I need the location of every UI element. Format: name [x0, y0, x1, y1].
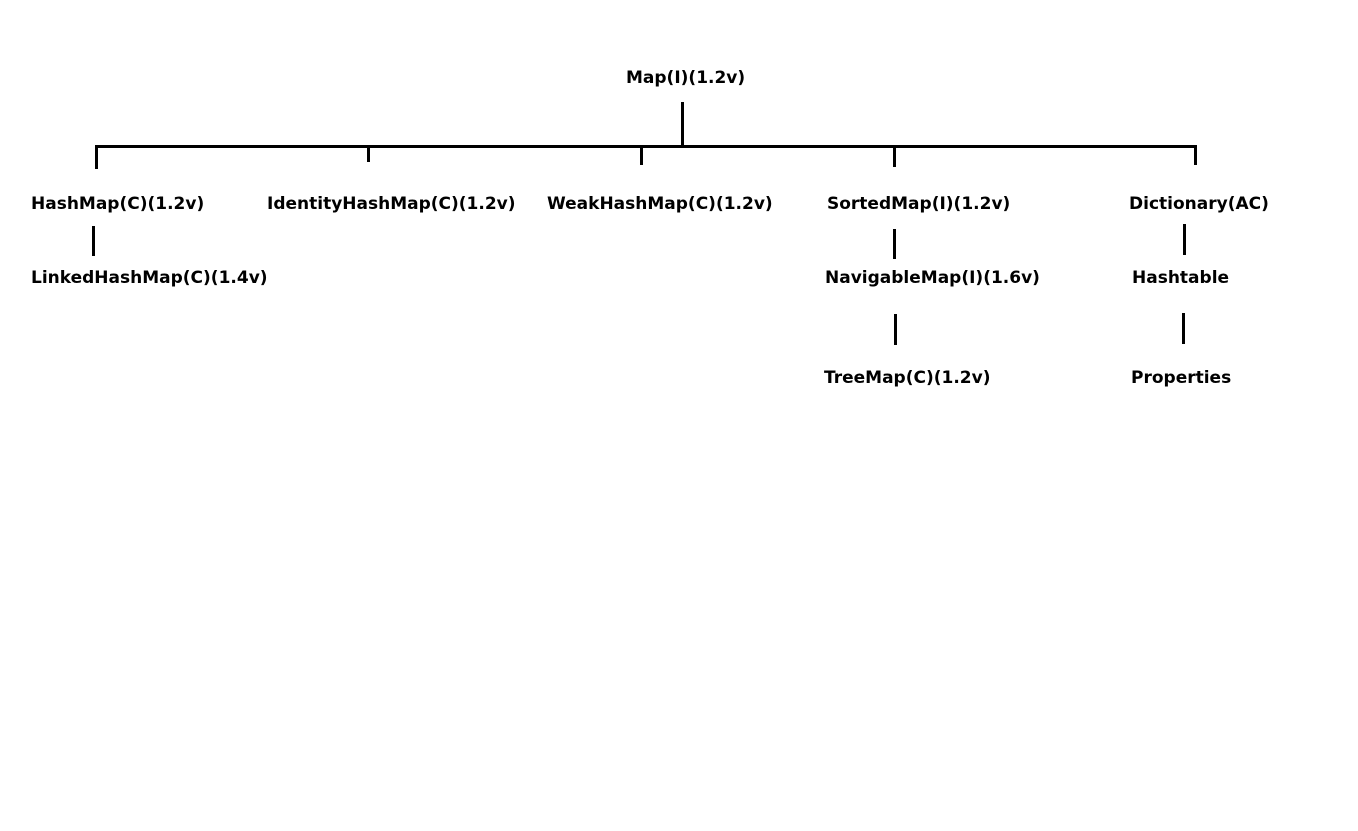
weakhashmap-drop-line: [640, 145, 643, 165]
linkedhashmap-node: LinkedHashMap(C)(1.4v): [31, 268, 268, 288]
dictionary-to-hashtable-line: [1183, 224, 1186, 255]
hashtable-to-properties-line: [1182, 313, 1185, 344]
treemap-node: TreeMap(C)(1.2v): [824, 368, 991, 388]
root-stem-line: [681, 102, 684, 147]
identityhashmap-node: IdentityHashMap(C)(1.2v): [267, 194, 516, 214]
sortedmap-drop-line: [893, 145, 896, 167]
hashmap-drop-line: [95, 145, 98, 169]
dictionary-node: Dictionary(AC): [1129, 194, 1269, 214]
hashtable-node: Hashtable: [1132, 268, 1230, 288]
hashmap-node: HashMap(C)(1.2v): [31, 194, 205, 214]
navigablemap-node: NavigableMap(I)(1.6v): [825, 268, 1040, 288]
navigablemap-to-treemap-line: [894, 314, 897, 345]
weakhashmap-node: WeakHashMap(C)(1.2v): [547, 194, 773, 214]
hashmap-to-linkedhashmap-line: [92, 226, 95, 256]
properties-node: Properties: [1131, 368, 1232, 388]
identityhashmap-drop-line: [367, 145, 370, 162]
sortedmap-to-navigablemap-line: [893, 229, 896, 259]
map-interface-node: Map(I)(1.2v): [626, 68, 746, 88]
horizontal-branch-line: [95, 145, 1197, 148]
sortedmap-node: SortedMap(I)(1.2v): [827, 194, 1011, 214]
dictionary-drop-line: [1194, 145, 1197, 165]
